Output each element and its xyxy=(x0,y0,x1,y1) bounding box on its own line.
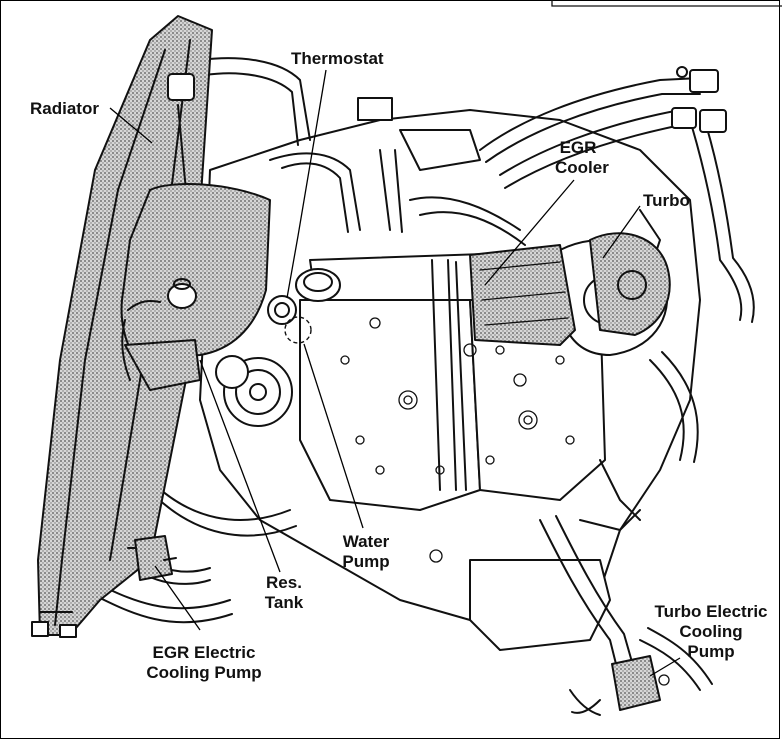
label-turbo: Turbo xyxy=(643,191,690,210)
reservoir-tank-part xyxy=(120,183,271,391)
label-turbo-electric-cooling-pump: Turbo Electric Cooling Pump xyxy=(654,602,768,661)
leader-thermostat xyxy=(286,69,327,299)
label-egr-electric-cooling-pump: EGR Electric Cooling Pump xyxy=(146,643,262,682)
leader-egr-cooler xyxy=(484,179,575,286)
corner-tab xyxy=(551,0,782,7)
egr-electric-cooling-pump-part xyxy=(127,535,177,581)
label-radiator: Radiator xyxy=(30,99,99,118)
leader-lines xyxy=(109,69,681,677)
label-egr-cooler: EGR Cooler xyxy=(555,138,609,177)
label-water-pump: Water Pump xyxy=(342,532,390,571)
turbo-part xyxy=(589,232,671,336)
leader-water-pump xyxy=(303,343,364,529)
label-thermostat: Thermostat xyxy=(291,49,384,68)
egr-cooler-part xyxy=(469,244,576,346)
leader-radiator xyxy=(109,107,153,144)
leader-res-tank xyxy=(199,359,281,573)
turbo-electric-cooling-pump-part xyxy=(571,655,670,714)
label-res-tank: Res. Tank xyxy=(264,573,304,612)
leader-turbo xyxy=(602,205,641,259)
leader-egr-pump xyxy=(154,565,201,631)
leader-turbo-pump xyxy=(649,657,681,677)
